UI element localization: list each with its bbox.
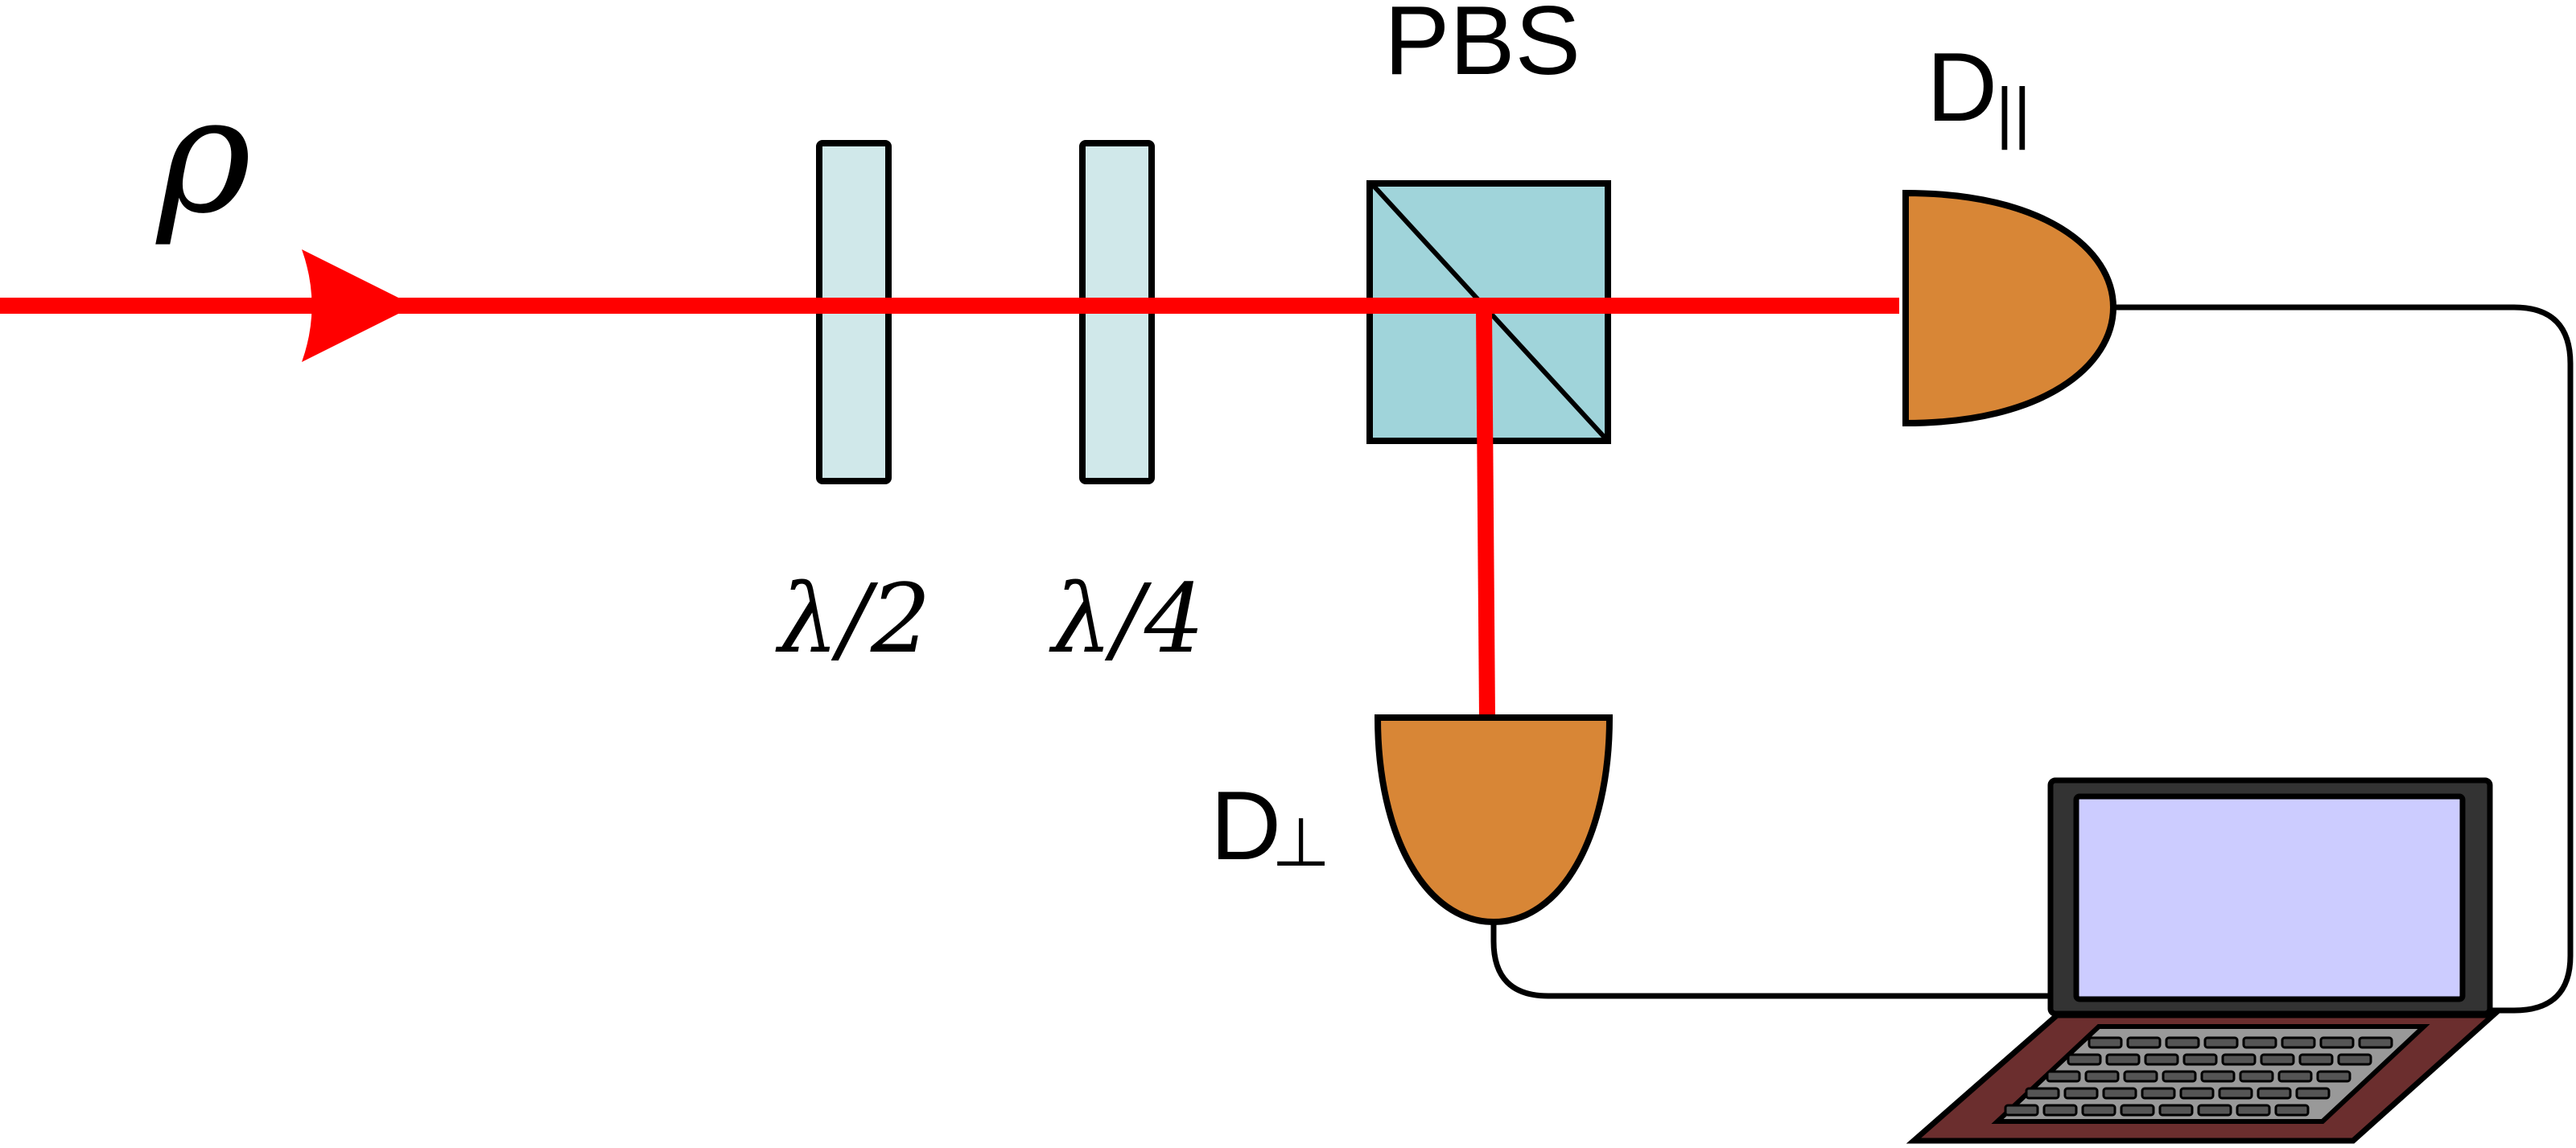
reflected-beam: [1476, 307, 1495, 718]
detector-perp-subscript: ⊥: [1272, 804, 1330, 880]
laptop-key: [2004, 1104, 2039, 1117]
laptop-key: [2067, 1053, 2102, 1066]
laptop-icon: [1906, 777, 2501, 1144]
laptop-key: [2046, 1070, 2081, 1083]
half-wave-plate-label: λ/2: [775, 563, 931, 674]
laptop-key: [2358, 1036, 2393, 1049]
laptop-key: [2298, 1053, 2334, 1066]
input-state-label: ρ: [155, 62, 252, 249]
laptop-key: [2126, 1036, 2162, 1049]
laptop-key: [2102, 1087, 2137, 1100]
detector-parallel-subscript: ||: [1996, 74, 2031, 150]
laptop-key: [2144, 1053, 2179, 1066]
cable-parallel-detector: [2112, 304, 2574, 1014]
laptop-key: [2274, 1104, 2310, 1117]
laptop-key: [2281, 1036, 2316, 1049]
laptop-key: [2221, 1053, 2257, 1066]
laptop-key: [2025, 1087, 2060, 1100]
laptop-key: [2084, 1070, 2120, 1083]
laptop-key: [2141, 1087, 2176, 1100]
laptop-keys: [2004, 1036, 2393, 1117]
laptop-key: [2277, 1070, 2313, 1083]
cable-perp-detector: [1490, 921, 2049, 999]
laptop-key: [2162, 1070, 2197, 1083]
pbs-label: PBS: [1384, 0, 1581, 95]
laptop-key: [2260, 1053, 2295, 1066]
laptop-key: [2120, 1104, 2155, 1117]
detector-perp-label: D: [1210, 771, 1281, 880]
laptop-key: [2242, 1036, 2277, 1049]
laptop-key: [2081, 1104, 2116, 1117]
laptop-key: [2182, 1053, 2218, 1066]
laptop-key: [2203, 1036, 2239, 1049]
laptop-key: [2236, 1104, 2271, 1117]
detector-perp: [1374, 714, 1614, 926]
laptop-key: [2319, 1036, 2355, 1049]
quarter-wave-plate-label: λ/4: [1049, 563, 1205, 674]
laptop-key: [2218, 1087, 2253, 1100]
laptop-key: [2197, 1104, 2232, 1117]
laptop-key: [2158, 1104, 2194, 1117]
laptop-key: [2239, 1070, 2274, 1083]
laptop-key: [2316, 1070, 2351, 1083]
laptop-key: [2105, 1053, 2141, 1066]
laptop-key: [2123, 1070, 2158, 1083]
detector-parallel: [1902, 189, 2117, 427]
laptop-key: [2295, 1087, 2331, 1100]
laptop-key: [2063, 1087, 2099, 1100]
detector-parallel-label: D: [1927, 32, 1997, 142]
laptop-screen: [2073, 793, 2466, 1002]
laptop-key: [2257, 1087, 2292, 1100]
laptop-key: [2088, 1036, 2123, 1049]
arrow-icon: [302, 249, 414, 362]
laptop-key: [2179, 1087, 2215, 1100]
laptop-key: [2200, 1070, 2236, 1083]
laptop-key: [2042, 1104, 2078, 1117]
laptop-key: [2165, 1036, 2200, 1049]
laptop-key: [2337, 1053, 2372, 1066]
